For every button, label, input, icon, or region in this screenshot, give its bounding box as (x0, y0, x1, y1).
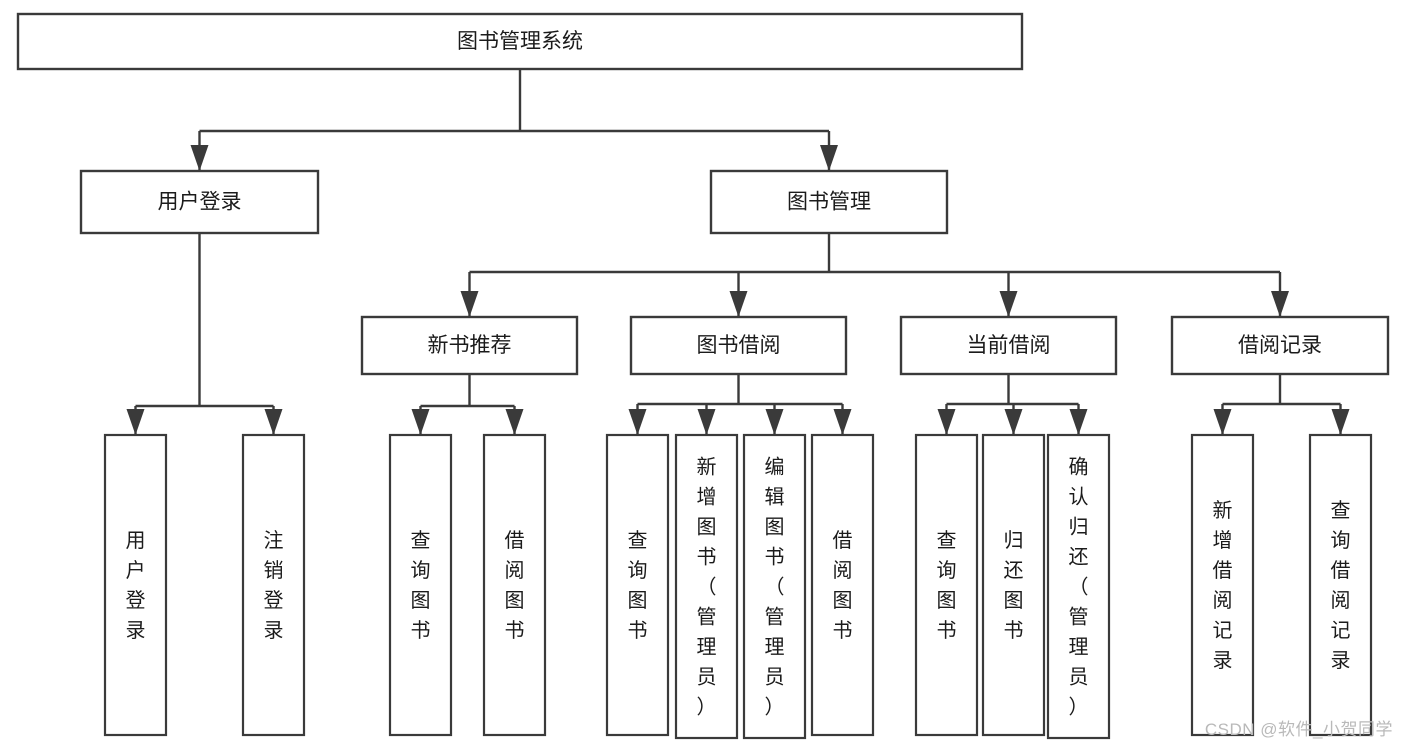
leaf-label: 查询图书 (411, 529, 431, 642)
arrow-head-icon (460, 291, 479, 317)
leaf-leaf-user-logout[interactable]: 注销登录 (241, 433, 306, 737)
node-current-borrow[interactable]: 当前借阅 (899, 315, 1118, 376)
node-label: 新书推荐 (428, 334, 512, 357)
node-rect (914, 433, 979, 737)
leaf-label: 借阅图书 (833, 529, 853, 642)
node-book-manage[interactable]: 图书管理 (709, 169, 949, 235)
leaf-label: 归还图书 (1004, 529, 1024, 642)
arrow-head-icon (1271, 291, 1289, 317)
arrow-head-icon (937, 409, 956, 435)
arrow-head-icon (729, 291, 748, 317)
arrow-head-icon (628, 409, 647, 435)
node-book-borrow[interactable]: 图书借阅 (629, 315, 848, 376)
leaf-leaf-query-book-borrow[interactable]: 查询图书 (605, 433, 670, 737)
leaf-leaf-edit-book[interactable]: 编辑图书（管理员） (742, 433, 807, 740)
node-rect (482, 433, 547, 737)
leaf-leaf-query-record[interactable]: 查询借阅记录 (1308, 433, 1373, 737)
leaf-leaf-user-login[interactable]: 用户登录 (103, 433, 168, 737)
arrow-head-icon (697, 409, 716, 435)
node-rect (629, 315, 848, 376)
node-rect (103, 433, 168, 737)
arrow-head-icon (505, 409, 524, 435)
node-label: 借阅记录 (1238, 334, 1322, 357)
node-rect (709, 169, 949, 235)
leaf-label: 查询图书 (937, 529, 957, 642)
arrow-head-icon (126, 409, 145, 435)
node-rect (1308, 433, 1373, 737)
leaf-label: 新增图书（管理员） (697, 456, 717, 719)
node-rect (899, 315, 1118, 376)
node-label: 图书管理系统 (457, 30, 583, 53)
arrow-head-icon (765, 409, 784, 435)
arrow-head-icon (833, 409, 852, 435)
leaf-leaf-add-book[interactable]: 新增图书（管理员） (674, 433, 739, 740)
node-label: 用户登录 (158, 191, 242, 214)
root-node[interactable]: 图书管理系统 (16, 12, 1024, 71)
watermark-text: CSDN @软件_小贺同学 (1204, 720, 1393, 739)
node-new-book-recommend[interactable]: 新书推荐 (360, 315, 579, 376)
node-boxes: 图书管理系统用户登录图书管理新书推荐图书借阅当前借阅借阅记录用户登录注销登录查询… (16, 12, 1390, 740)
leaf-leaf-query-book-rec[interactable]: 查询图书 (388, 433, 453, 737)
node-rect (1170, 315, 1390, 376)
node-rect (742, 433, 807, 740)
leaf-leaf-add-record[interactable]: 新增借阅记录 (1190, 433, 1255, 737)
node-rect (1190, 433, 1255, 737)
leaf-label: 查询图书 (628, 529, 648, 642)
node-rect (360, 315, 579, 376)
leaf-label: 编辑图书（管理员） (765, 456, 785, 719)
arrow-head-icon (411, 409, 430, 435)
leaf-label: 借阅图书 (505, 529, 525, 642)
leaf-label: 注销登录 (264, 529, 284, 642)
leaf-label: 查询借阅记录 (1331, 499, 1351, 672)
leaf-label: 新增借阅记录 (1213, 499, 1233, 672)
node-label: 图书管理 (787, 191, 871, 214)
node-rect (810, 433, 875, 737)
leaf-label: 用户登录 (126, 530, 146, 642)
arrow-head-icon (820, 145, 838, 171)
node-rect (241, 433, 306, 737)
node-rect (16, 12, 1024, 71)
leaf-leaf-confirm-return[interactable]: 确认归还（管理员） (1046, 433, 1111, 740)
node-rect (1046, 433, 1111, 740)
leaf-leaf-query-book-cur[interactable]: 查询图书 (914, 433, 979, 737)
arrow-head-icon (1069, 409, 1088, 435)
connector-lines (126, 69, 1350, 435)
leaf-leaf-borrow-book[interactable]: 借阅图书 (810, 433, 875, 737)
node-borrow-record[interactable]: 借阅记录 (1170, 315, 1390, 376)
leaf-leaf-return-book[interactable]: 归还图书 (981, 433, 1046, 737)
node-label: 当前借阅 (967, 334, 1051, 357)
arrow-head-icon (190, 145, 209, 171)
arrow-head-icon (1213, 409, 1232, 435)
arrow-head-icon (264, 409, 283, 435)
node-rect (388, 433, 453, 737)
node-rect (605, 433, 670, 737)
leaf-label: 确认归还（管理员） (1069, 456, 1089, 719)
node-rect (981, 433, 1046, 737)
arrow-head-icon (1004, 409, 1023, 435)
node-rect (674, 433, 739, 740)
leaf-leaf-borrow-book-rec[interactable]: 借阅图书 (482, 433, 547, 737)
node-rect (79, 169, 320, 235)
node-label: 图书借阅 (697, 334, 781, 357)
arrow-head-icon (1331, 409, 1350, 435)
arrow-head-icon (999, 291, 1018, 317)
node-user-login[interactable]: 用户登录 (79, 169, 320, 235)
